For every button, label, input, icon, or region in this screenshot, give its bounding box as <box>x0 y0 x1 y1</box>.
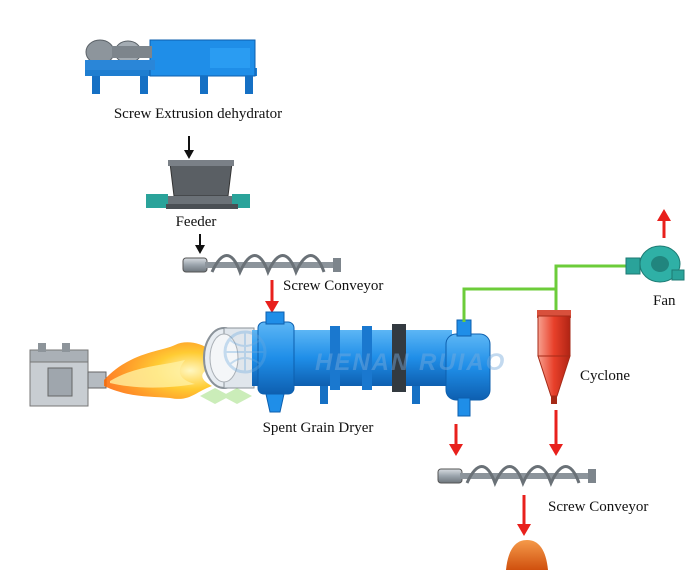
watermark-text: HENAN RUIAO <box>315 349 506 376</box>
screw-conveyor-top <box>182 254 341 276</box>
flame <box>104 342 212 399</box>
flow-arrow-dehydrator-to-feeder <box>184 136 194 159</box>
flow-arrow-feeder-to-conveyor <box>195 234 205 254</box>
feeder-machine <box>146 160 250 209</box>
flow-arrow-dryer-to-conveyor <box>449 424 463 456</box>
dehydrator-label: Screw Extrusion dehydrator <box>114 106 282 122</box>
screw-conveyor-top-label: Screw Conveyor <box>283 278 383 294</box>
air-duct <box>462 264 628 322</box>
screw-conveyor-bottom-label: Screw Conveyor <box>548 499 648 515</box>
flow-arrow-conveyor-to-dryer <box>265 280 279 313</box>
feeder-label: Feeder <box>176 214 217 230</box>
cyclone-label: Cyclone <box>580 368 630 384</box>
spent-grain-dryer <box>203 311 491 417</box>
flow-arrow-cyclone-to-conveyor <box>549 410 563 456</box>
fan <box>625 245 685 283</box>
dryer-label: Spent Grain Dryer <box>263 420 374 436</box>
screw-extrusion-dehydrator-machine <box>85 39 257 94</box>
flow-arrow-to-product <box>517 495 531 536</box>
fan-label: Fan <box>653 293 676 309</box>
cyclone <box>537 310 571 404</box>
screw-conveyor-bottom <box>437 465 596 487</box>
exhaust-arrow <box>657 209 671 238</box>
watermark-logo <box>200 330 267 404</box>
dried-product-heap <box>506 540 548 570</box>
hot-air-burner <box>29 343 107 407</box>
